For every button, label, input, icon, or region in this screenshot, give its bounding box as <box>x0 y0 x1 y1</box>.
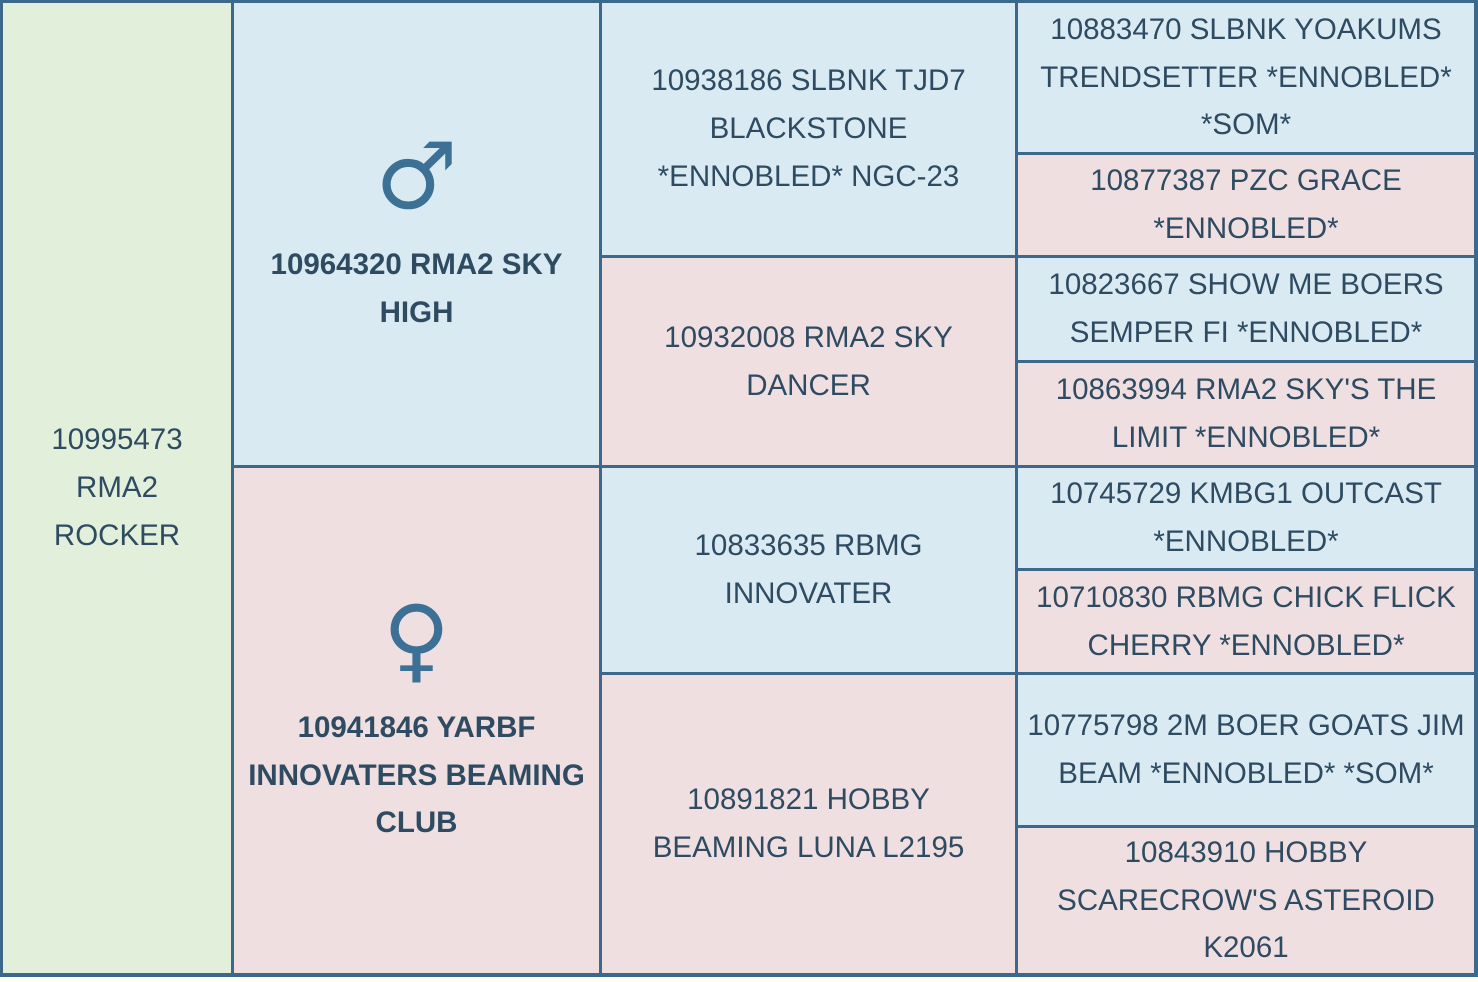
sire-dam-sire-name: 10823667 SHOW ME BOERS SEMPER FI *ENNOBL… <box>1048 268 1444 349</box>
dam-dam-dam-cell: 10843910 HOBBY SCARECROW'S ASTEROID K206… <box>1018 828 1474 973</box>
sire-dam-sire-cell: 10823667 SHOW ME BOERS SEMPER FI *ENNOBL… <box>1018 258 1474 360</box>
dam-dam-dam-name: 10843910 HOBBY SCARECROW'S ASTEROID K206… <box>1057 835 1435 965</box>
sire-sire-name: 10938186 SLBNK TJD7 BLACKSTONE *ENNOBLED… <box>651 64 966 193</box>
dam-dam-cell: 10891821 HOBBY BEAMING LUNA L2195 <box>602 675 1015 973</box>
male-icon: ♂ <box>375 123 458 231</box>
sire-sire-sire-cell: 10883470 SLBNK YOAKUMS TRENDSETTER *ENNO… <box>1018 3 1474 152</box>
dam-name: 10941846 YARBF INNOVATERS BEAMING CLUB <box>248 710 585 840</box>
dam-dam-sire-cell: 10775798 2M BOER GOATS JIM BEAM *ENNOBLE… <box>1018 675 1474 825</box>
sire-sire-dam-cell: 10877387 PZC GRACE *ENNOBLED* <box>1018 155 1474 255</box>
sire-sire-cell: 10938186 SLBNK TJD7 BLACKSTONE *ENNOBLED… <box>602 3 1015 255</box>
dam-dam-sire-name: 10775798 2M BOER GOATS JIM BEAM *ENNOBLE… <box>1027 709 1465 790</box>
dam-cell: ♀ 10941846 YARBF INNOVATERS BEAMING CLUB <box>234 468 599 973</box>
dam-sire-sire-cell: 10745729 KMBG1 OUTCAST *ENNOBLED* <box>1018 468 1474 568</box>
sire-dam-dam-name: 10863994 RMA2 SKY'S THE LIMIT *ENNOBLED* <box>1055 373 1437 454</box>
sire-sire-sire-name: 10883470 SLBNK YOAKUMS TRENDSETTER *ENNO… <box>1040 12 1452 142</box>
dam-sire-dam-cell: 10710830 RBMG CHICK FLICK CHERRY *ENNOBL… <box>1018 571 1474 672</box>
sire-dam-dam-cell: 10863994 RMA2 SKY'S THE LIMIT *ENNOBLED* <box>1018 363 1474 465</box>
female-icon: ♀ <box>382 585 451 693</box>
subject-name: 10995473 RMA2 ROCKER <box>51 423 183 552</box>
dam-sire-cell: 10833635 RBMG INNOVATER <box>602 468 1015 672</box>
sire-name: 10964320 RMA2 SKY HIGH <box>270 248 563 329</box>
dam-sire-sire-name: 10745729 KMBG1 OUTCAST *ENNOBLED* <box>1050 477 1442 558</box>
dam-sire-dam-name: 10710830 RBMG CHICK FLICK CHERRY *ENNOBL… <box>1036 580 1456 662</box>
sire-dam-cell: 10932008 RMA2 SKY DANCER <box>602 258 1015 465</box>
sire-sire-dam-name: 10877387 PZC GRACE *ENNOBLED* <box>1090 164 1402 245</box>
sire-cell: ♂ 10964320 RMA2 SKY HIGH <box>234 3 599 465</box>
subject-cell: 10995473 RMA2 ROCKER <box>3 3 231 973</box>
dam-sire-name: 10833635 RBMG INNOVATER <box>694 529 923 610</box>
dam-dam-name: 10891821 HOBBY BEAMING LUNA L2195 <box>652 783 965 864</box>
sire-dam-name: 10932008 RMA2 SKY DANCER <box>664 320 953 402</box>
